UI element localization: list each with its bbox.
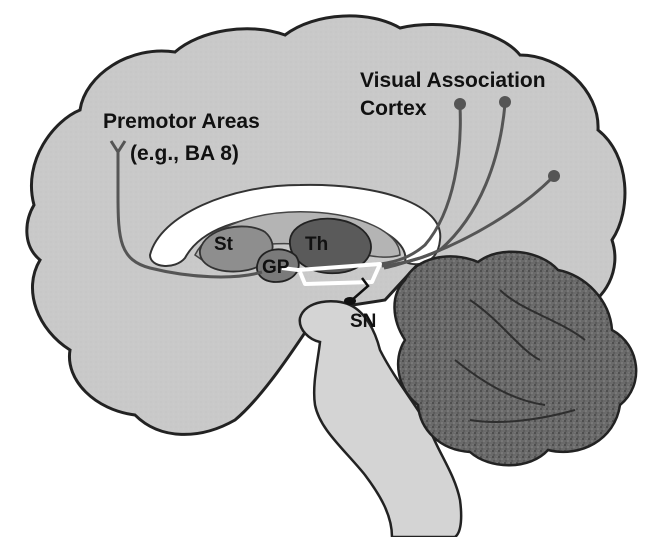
- premotor-example: (e.g., BA 8): [130, 142, 239, 165]
- visual-terminal-3: [548, 170, 560, 182]
- visual-title-line2: Cortex: [360, 97, 427, 120]
- visual-terminal-1: [454, 98, 466, 110]
- striatum-label: St: [214, 234, 234, 255]
- premotor-title: Premotor Areas: [103, 110, 260, 133]
- globus-pallidus-label: GP: [262, 257, 290, 278]
- visual-terminal-2: [499, 96, 511, 108]
- thalamus-label: Th: [305, 234, 328, 255]
- visual-title-line1: Visual Association: [360, 69, 546, 92]
- substantia-nigra: [344, 297, 356, 305]
- substantia-nigra-label: SN: [350, 311, 376, 332]
